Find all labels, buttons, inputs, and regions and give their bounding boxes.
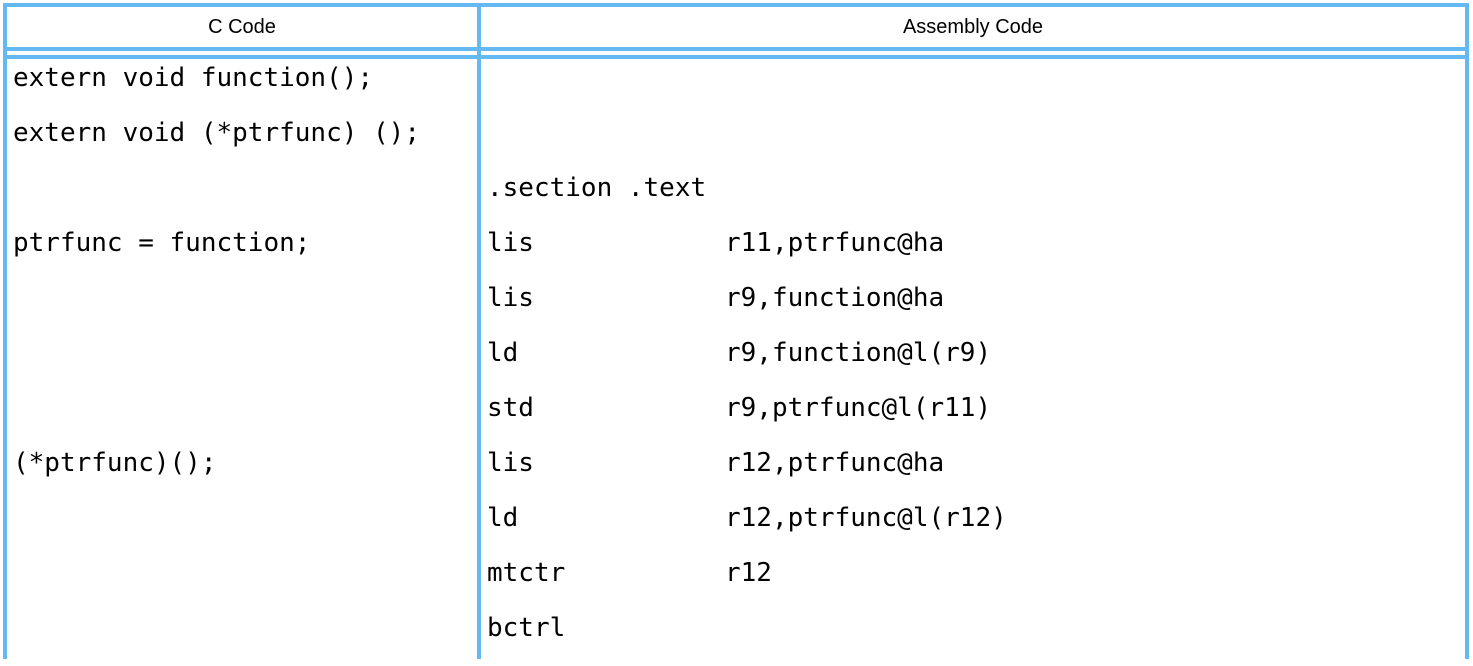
asm-mnemonic: std — [487, 393, 534, 423]
c-code-line — [13, 556, 477, 611]
asm-mnemonic: lis — [487, 228, 534, 258]
asm-mnemonic: lis — [487, 448, 534, 478]
asm-line: .section .text — [487, 171, 1465, 226]
c-code-cell: extern void function(); extern void (*pt… — [7, 59, 477, 666]
asm-line: std r9,ptrfunc@l(r11) — [487, 391, 1465, 446]
c-code-line — [13, 611, 477, 666]
asm-line — [487, 116, 1465, 171]
asm-line: lis r9,function@ha — [487, 281, 1465, 336]
asm-operand: r12,ptrfunc@ha — [725, 448, 945, 478]
c-code-line: ptrfunc = function; — [13, 228, 311, 258]
c-code-line — [13, 391, 477, 446]
asm-line: lis r12,ptrfunc@ha — [487, 446, 1465, 501]
c-code-line: (*ptrfunc)(); — [13, 448, 217, 478]
assembly-code-cell: .section .text lis r11,ptrfunc@ha lis r9,f… — [481, 59, 1465, 666]
asm-operand: r9,function@ha — [725, 283, 945, 313]
asm-line: bctrl — [487, 611, 1465, 666]
header-double-rule-gap-right — [481, 51, 1465, 55]
c-code-line — [13, 336, 477, 391]
column-header-c-code: C Code — [7, 7, 477, 47]
asm-line: lis r11,ptrfunc@ha — [487, 226, 1465, 281]
code-comparison-table: C Code Assembly Code extern void functio… — [3, 3, 1469, 666]
asm-line: ld r9,function@l(r9) — [487, 336, 1465, 391]
c-code-line — [13, 501, 477, 556]
asm-operand: r9,ptrfunc@l(r11) — [725, 393, 992, 423]
asm-operand: r12 — [725, 558, 772, 588]
c-code-header-label: C Code — [208, 15, 276, 38]
c-code-line: extern void function(); — [13, 63, 374, 93]
asm-mnemonic: mtctr — [487, 558, 566, 588]
asm-mnemonic: ld — [487, 503, 519, 533]
asm-mnemonic: .section .text — [487, 173, 707, 203]
asm-operand: r11,ptrfunc@ha — [725, 228, 945, 258]
asm-mnemonic: ld — [487, 338, 519, 368]
asm-mnemonic: lis — [487, 283, 534, 313]
assembly-code-header-label: Assembly Code — [902, 15, 1044, 38]
c-code-line: extern void (*ptrfunc) (); — [13, 118, 420, 148]
column-header-assembly-code: Assembly Code — [481, 7, 1465, 47]
header-double-rule-gap-left — [7, 51, 477, 55]
asm-mnemonic: bctrl — [487, 613, 566, 643]
asm-line: ld r12,ptrfunc@l(r12) — [487, 501, 1465, 556]
asm-line: mtctr r12 — [487, 556, 1465, 611]
asm-operand: r9,function@l(r9) — [725, 338, 992, 368]
c-code-line — [13, 281, 477, 336]
c-code-line — [13, 171, 477, 226]
asm-line — [487, 61, 1465, 116]
asm-operand: r12,ptrfunc@l(r12) — [725, 503, 1007, 533]
